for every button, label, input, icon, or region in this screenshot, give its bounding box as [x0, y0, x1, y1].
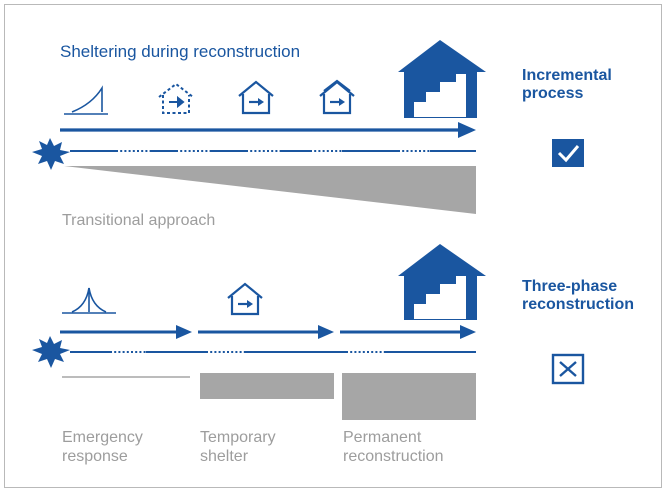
- disaster-burst-icon: [32, 138, 70, 170]
- checkbox-checked-icon: [552, 139, 584, 167]
- temporary-phase-bar: [200, 373, 334, 399]
- disaster-burst-icon: [32, 336, 70, 368]
- three-phase-label: Three-phase reconstruction: [522, 278, 635, 313]
- permanent-phase-bar: [342, 373, 476, 420]
- timeline-arrow: [60, 122, 476, 138]
- shelter-house-icon: [227, 282, 263, 316]
- phase-arrows: [60, 325, 476, 339]
- planned-shelter-icon: [158, 82, 194, 114]
- tent-icon: [62, 287, 116, 314]
- permanent-reconstruction-label: Permanent reconstruction: [343, 429, 444, 465]
- incremental-process-label: Incremental process: [522, 67, 612, 102]
- permanent-house-icon: [398, 244, 486, 320]
- upgraded-shelter-icon: [319, 79, 355, 115]
- temporary-shelter-label: Temporary shelter: [200, 429, 276, 465]
- checkbox-x-icon: [551, 353, 585, 385]
- permanent-house-icon: [398, 40, 486, 118]
- transitional-approach-label: Transitional approach: [62, 212, 216, 229]
- transition-wedge: [64, 166, 476, 214]
- tent-icon: [64, 85, 108, 115]
- section-title: Sheltering during reconstruction: [60, 42, 301, 61]
- emergency-response-label: Emergency response: [62, 429, 143, 465]
- shelter-house-icon: [238, 80, 274, 115]
